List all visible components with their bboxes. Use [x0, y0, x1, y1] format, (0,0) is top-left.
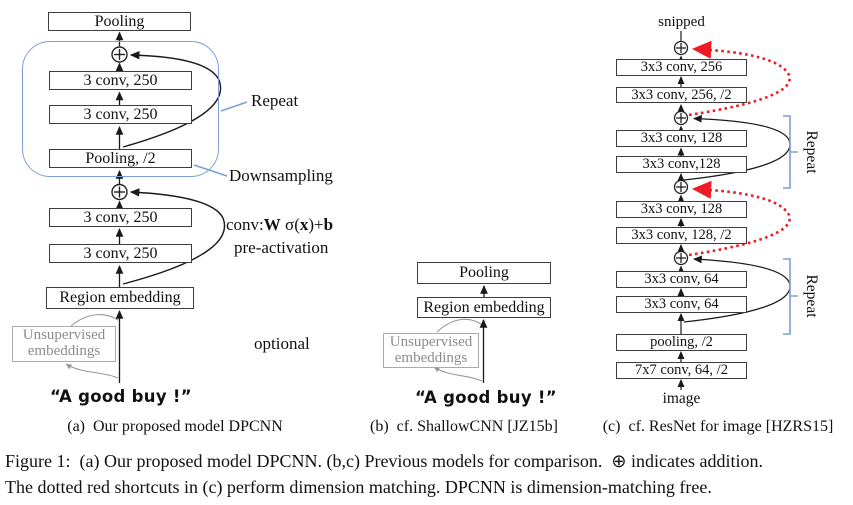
figure-caption-line1: Figure 1: (a) Our proposed model DPCNN. … [5, 451, 763, 471]
unsupervised-curl-top-b [436, 318, 482, 333]
panel-b-flow-arrows [479, 284, 488, 383]
caption-panel-a: (a) Our proposed model DPCNN [67, 418, 283, 435]
formula-part: W [263, 215, 281, 234]
box-conv64-1: 3x3 conv, 64 [616, 271, 747, 288]
panel-a-skip-lower [122, 188, 226, 285]
box-pooling-half-a: Pooling, /2 [49, 149, 192, 168]
unsupervised-curl-top-a [70, 314, 119, 327]
box-conv-1-a: 3 conv, 250 [49, 208, 192, 227]
input-text-a: “A good buy !” [50, 387, 192, 406]
box-conv128-half: 3x3 conv, 128, /2 [616, 227, 747, 244]
panel-a-skip-upper [122, 51, 222, 148]
box-pooling-half-c: pooling, /2 [616, 334, 747, 351]
box-conv128-1: 3x3 conv, 128 [616, 201, 747, 218]
box-conv256: 3x3 conv, 256 [616, 59, 747, 76]
label-downsampling-a: Downsampling [229, 166, 333, 185]
box-conv128-r1: 3x3 conv, 128 [616, 130, 747, 147]
box-conv128-r2: 3x3 conv,128 [616, 156, 747, 173]
plus-node-a-top [111, 46, 128, 63]
label-conv-formula-a: conv:W σ(x)+b [226, 215, 334, 235]
plus-node-a-bottom [111, 183, 128, 201]
repeat-block-outline [22, 41, 219, 177]
figure-caption-line2: The dotted red shortcuts in (c) perform … [5, 477, 712, 497]
panel-c-red-shortcut-bottom [688, 180, 791, 257]
panel-c-skip-64 [683, 255, 791, 323]
caption-panel-c: (c) cf. ResNet for image [HZRS15] [602, 418, 834, 435]
unsupervised-curl-bottom-b [433, 366, 483, 382]
repeat-bracket-bottom [783, 258, 798, 335]
formula-part: conv: [226, 215, 264, 234]
box-unsupervised-b: Unsupervised embeddings [383, 333, 479, 368]
formula-part: x [299, 215, 309, 234]
diagram-connectors [65, 31, 798, 390]
box-pooling-top-a: Pooling [48, 12, 191, 31]
unsupervised-curl-bottom-a [65, 363, 119, 379]
caption-panel-b: (b) cf. ShallowCNN [JZ15b] [370, 418, 558, 435]
box-region-embedding-b: Region embedding [417, 297, 551, 318]
repeat-bracket-top [783, 115, 798, 189]
label-repeat-a: Repeat [251, 91, 299, 110]
box-conv-repeat-2-a: 3 conv, 250 [49, 105, 192, 124]
input-text-b: “A good buy !” [415, 388, 557, 407]
box-conv-2-a: 3 conv, 250 [49, 244, 192, 263]
box-conv64-2: 3x3 conv, 64 [616, 296, 747, 313]
panel-c-red-shortcut-top [688, 40, 791, 117]
box-unsupervised-a: Unsupervised embeddings [12, 326, 116, 362]
formula-part: σ( [280, 215, 300, 234]
label-image: image [662, 390, 701, 407]
box-conv7x7: 7x7 conv, 64, /2 [616, 362, 747, 379]
box-conv256-half: 3x3 conv, 256, /2 [616, 86, 747, 103]
box-conv-repeat-1-a: 3 conv, 250 [49, 71, 192, 90]
label-pre-activation-a: pre-activation [234, 238, 329, 257]
box-region-embedding-a: Region embedding [46, 287, 194, 309]
repeat-leader-line [220, 101, 248, 112]
plus-nodes-c [673, 40, 689, 266]
label-snipped: snipped [658, 14, 705, 30]
label-optional: optional [254, 334, 310, 353]
formula-part: )+ [308, 215, 324, 234]
label-repeat-c-bottom: Repeat [803, 274, 820, 318]
formula-part: b [323, 215, 334, 234]
label-repeat-c-top: Repeat [803, 130, 820, 174]
box-pooling-b: Pooling [417, 262, 551, 284]
